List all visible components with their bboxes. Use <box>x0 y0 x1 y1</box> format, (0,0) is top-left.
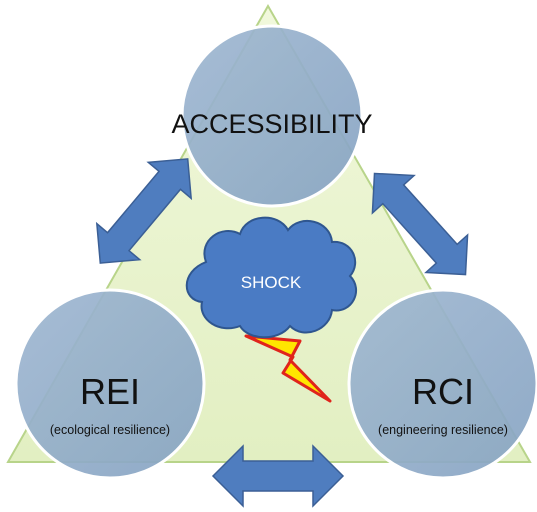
lightning-bolt-icon <box>244 334 332 403</box>
cloud-icon <box>185 216 357 339</box>
rci-label: RCI <box>412 371 474 412</box>
rei-sublabel: (ecological resilience) <box>50 423 170 437</box>
accessibility-circle <box>180 24 364 208</box>
rei-circle <box>14 288 206 480</box>
rci-circle <box>347 288 537 480</box>
accessibility-node: ACCESSIBILITY <box>171 24 373 208</box>
rei-label: REI <box>80 371 140 412</box>
rci-node: RCI (engineering resilience) <box>347 288 537 480</box>
shock-label: SHOCK <box>241 273 302 292</box>
double-arrow-right-icon <box>371 172 469 276</box>
rci-sublabel: (engineering resilience) <box>378 423 508 437</box>
double-arrow-left-icon <box>95 158 193 264</box>
double-arrow-bottom-icon <box>211 444 345 508</box>
shock-cloud: SHOCK <box>185 216 357 339</box>
rei-node: REI (ecological resilience) <box>14 288 206 480</box>
accessibility-label: ACCESSIBILITY <box>171 109 372 139</box>
